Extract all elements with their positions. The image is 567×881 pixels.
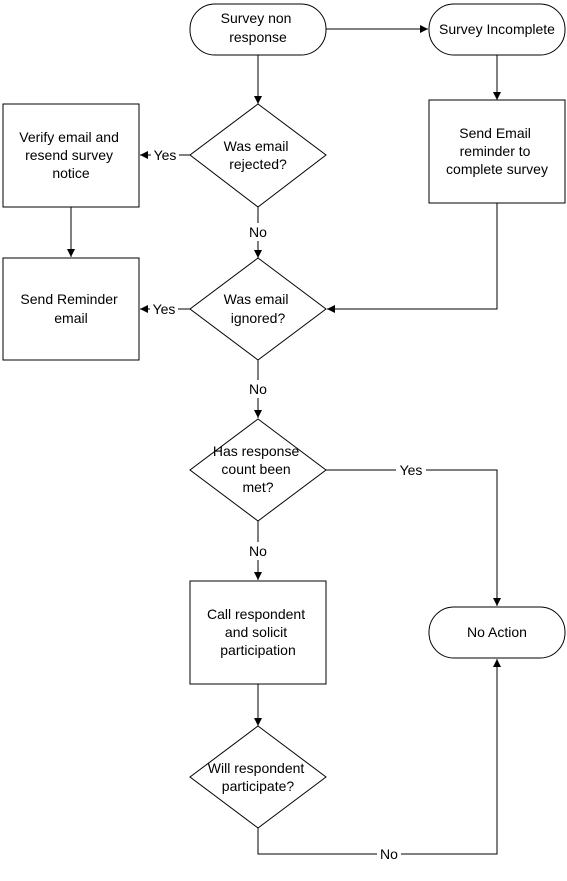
- node-send-email-reminder: Send Email reminder to complete survey: [428, 99, 566, 204]
- node-text: Send Email: [459, 125, 531, 141]
- node-was-email-rejected: Was email rejected?: [189, 103, 327, 208]
- node-call-respondent: Call respondent and solicit participatio…: [189, 580, 327, 685]
- node-text: Will respondent: [208, 760, 305, 776]
- svg-text:Was email ignored?: Was email ignored?: [224, 291, 293, 326]
- svg-text:Call respondent and so: Call respondent and solicit participatio…: [207, 606, 309, 658]
- node-was-email-ignored: Was email ignored?: [189, 257, 327, 361]
- node-text: count been: [221, 461, 290, 477]
- node-no-action: No Action: [428, 606, 566, 659]
- node-text: ignored?: [231, 310, 286, 326]
- svg-text:Verify email and resen: Verify email and resend survey notice: [19, 129, 123, 181]
- node-text: resend survey: [25, 147, 113, 163]
- node-text: response: [229, 29, 287, 45]
- svg-text:Survey non response: Survey non response: [221, 10, 296, 45]
- svg-text:Was email rejected?: Was email rejected?: [224, 138, 293, 172]
- node-text: participate?: [222, 778, 295, 794]
- node-text: Survey Incomplete: [439, 21, 555, 37]
- node-text: participation: [220, 642, 296, 658]
- node-send-reminder-email: Send Reminder email: [2, 257, 140, 361]
- edge-send-email-to-ignored: [327, 203, 498, 313]
- node-text: Verify email and: [19, 129, 119, 145]
- svg-text:Has response count bee: Has response count been met?: [213, 443, 303, 495]
- label-ignored-yes: Yes: [153, 301, 176, 317]
- node-text: complete survey: [446, 161, 548, 177]
- svg-text:No Action: No Action: [467, 624, 527, 640]
- node-survey-non-response: Survey non response: [189, 3, 327, 56]
- node-text: notice: [52, 165, 90, 181]
- node-text: email: [54, 310, 87, 326]
- node-text: Was email: [224, 138, 289, 154]
- node-verify-email: Verify email and resend survey notice: [2, 103, 140, 208]
- node-text: Survey non: [221, 10, 292, 26]
- svg-text:Will respondent partic: Will respondent participate?: [208, 760, 308, 794]
- node-text: Call respondent: [207, 606, 305, 622]
- node-text: rejected?: [229, 156, 287, 172]
- label-count-no: No: [249, 543, 267, 559]
- node-survey-incomplete: Survey Incomplete: [428, 3, 566, 56]
- node-will-participate: Will respondent participate?: [189, 725, 327, 829]
- label-ignored-no: No: [249, 381, 267, 397]
- node-text: No Action: [467, 624, 527, 640]
- svg-text:Survey Incomplete: Survey Incomplete: [439, 21, 555, 37]
- edge-labels: Yes No Yes No Yes No No: [150, 146, 426, 863]
- node-text: Has response: [213, 443, 300, 459]
- node-text: reminder to: [460, 143, 531, 159]
- node-text: Send Reminder: [20, 291, 118, 307]
- node-text: and solicit: [225, 624, 287, 640]
- nodes: Survey non response Survey Incomplete Wa…: [2, 3, 566, 829]
- node-text: Was email: [224, 291, 289, 307]
- label-count-yes: Yes: [400, 462, 423, 478]
- svg-text:Send Email reminder to: Send Email reminder to complete survey: [446, 125, 548, 177]
- label-participate-no: No: [380, 846, 398, 862]
- label-rejected-yes: Yes: [154, 147, 177, 163]
- node-text: met?: [242, 479, 273, 495]
- label-rejected-no: No: [249, 224, 267, 240]
- svg-text:Send Reminder email: Send Reminder email: [20, 291, 121, 326]
- node-response-count-met: Has response count been met?: [189, 418, 327, 522]
- edge-count-yes: [326, 469, 501, 606]
